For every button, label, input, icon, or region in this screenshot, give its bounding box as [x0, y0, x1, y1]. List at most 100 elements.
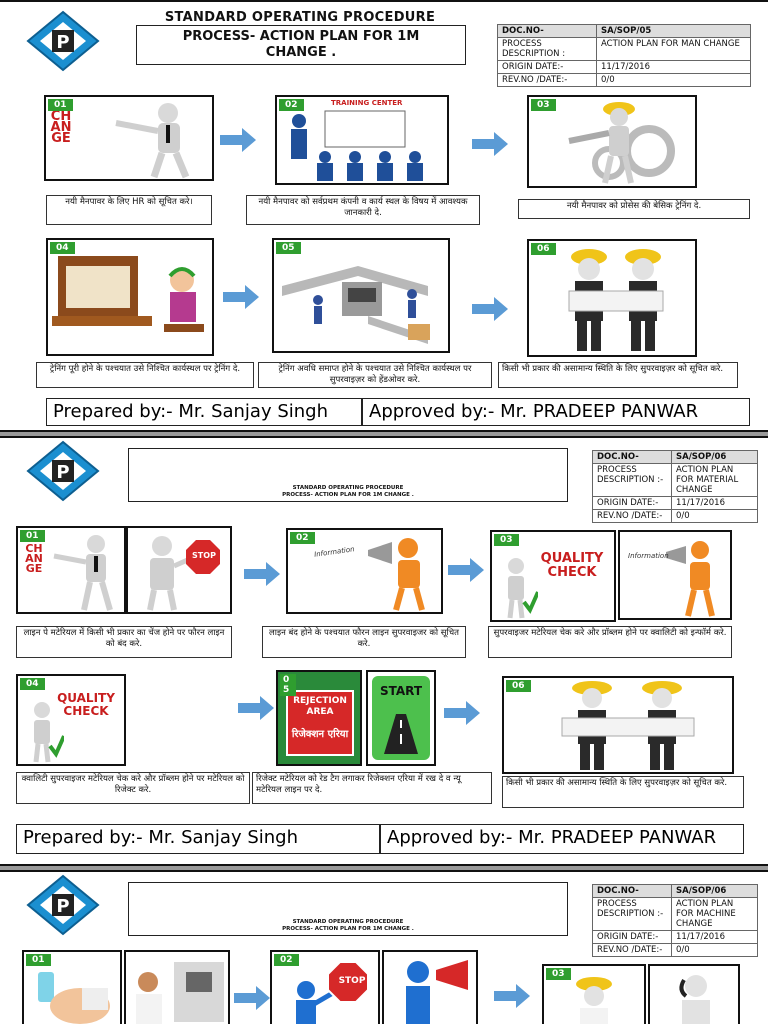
worker-gears-icon: [568, 102, 675, 184]
step-02-image: 02 STOP: [270, 950, 380, 1024]
step-badge: 06: [531, 243, 556, 255]
megaphone-person-icon: Information: [628, 541, 715, 617]
step-badge: 03: [546, 968, 571, 980]
machine-operator-icon: [136, 962, 224, 1024]
step-04-image: 04: [46, 238, 214, 356]
process-title: PROCESS- ACTION PLAN FOR 1M CHANGE .: [282, 926, 414, 932]
sop-sheet-2: P STANDARD OPERATING PROCEDURE PROCESS- …: [0, 436, 768, 866]
start-sign-label: START: [379, 684, 423, 698]
step-badge: 02: [274, 954, 299, 966]
step-01-image-b: STOP: [126, 526, 232, 614]
step-badge: 01: [20, 530, 45, 542]
company-logo-icon: P: [26, 10, 100, 72]
step-02-image: 02 Information: [286, 528, 443, 614]
change-word: CHANGE: [50, 109, 72, 146]
information-text: Information: [313, 545, 356, 559]
road-icon: [384, 714, 418, 754]
step-badge: 01: [26, 954, 51, 966]
step-badge: 05: [280, 674, 296, 696]
step-03-image: 03: [542, 964, 646, 1024]
company-logo-icon: P: [26, 440, 100, 502]
arrow-right-icon: [448, 558, 484, 582]
step-05-image-b: START: [366, 670, 436, 766]
classroom-icon: [291, 110, 423, 181]
step-05-image: 05: [272, 238, 450, 353]
step-badge: 03: [494, 534, 519, 546]
step-03-image-b: [648, 964, 740, 1024]
sop-sheet-3: P STANDARD OPERATING PROCEDURE PROCESS- …: [0, 870, 768, 1024]
stop-sign-label: STOP: [338, 976, 366, 986]
prepared-by: Prepared by:- Mr. Sanjay Singh: [16, 824, 380, 854]
arrow-right-icon: [220, 128, 256, 152]
arrow-right-icon: [444, 701, 480, 725]
person-pushing-icon: [53, 535, 113, 611]
step-badge: 04: [50, 242, 75, 254]
step-01-caption: लाइन पे मटेरियल में किसी भी प्रकार का चे…: [16, 626, 232, 658]
megaphone-person-icon: [368, 538, 425, 611]
step-06-caption: किसी भी प्रकार की असामान्य स्थिति के लिए…: [502, 776, 744, 808]
quality-check-icon: [33, 702, 64, 763]
step-04-image: 04 QUALITY CHECK: [16, 674, 126, 766]
step-02-caption: नयी मैनपावर को सर्वप्रथम कंपनी व कार्य स…: [246, 195, 480, 225]
step-badge: 06: [506, 680, 531, 692]
supervisors-blueprint-icon: [561, 681, 695, 770]
step-02-caption: लाइन बंद होने के पश्चयात फौरन लाइन सुपरव…: [262, 626, 466, 658]
cleaning-hands-icon: [38, 972, 110, 1024]
stop-sign-person-icon: [147, 536, 220, 611]
step-badge: 02: [290, 532, 315, 544]
step-badge: 04: [20, 678, 45, 690]
svg-text:P: P: [56, 32, 69, 53]
training-center-label: TRAINING CENTER: [331, 99, 403, 107]
stop-sign-label: STOP: [192, 551, 216, 560]
sop-heading: STANDARD OPERATING PROCEDURE: [292, 919, 404, 925]
megaphone-person-icon: [406, 960, 468, 1024]
arrow-right-icon: [472, 132, 508, 156]
step-05-caption: ट्रेनिंग अवधि समाप्त होने के पश्चयात उसे…: [258, 362, 492, 388]
step-06-image: 06: [502, 676, 734, 774]
quality-check-icon: [507, 558, 538, 619]
doc-info-table: DOC.NO-SA/SOP/06 PROCESS DESCRIPTION :-A…: [592, 450, 758, 523]
process-title: PROCESS- ACTION PLAN FOR 1M CHANGE .: [182, 29, 420, 60]
arrow-right-icon: [244, 562, 280, 586]
step-03-caption: नयी मैनपावर को प्रोसेस की बेसिक ट्रेनिंग…: [518, 199, 750, 219]
approved-by: Approved by:- Mr. PRADEEP PANWAR: [362, 398, 750, 426]
step-03-image-b: Information: [618, 530, 732, 620]
quality-check-label: QUALITY CHECK: [540, 551, 604, 580]
worker-hardhat-icon: [576, 977, 612, 1024]
phone-person-icon: [679, 975, 710, 1024]
svg-text:Information: Information: [628, 552, 669, 560]
arrow-right-icon: [494, 984, 530, 1008]
step-06-image: 06: [527, 239, 697, 357]
step-03-image: 03: [527, 95, 697, 188]
prepared-by: Prepared by:- Mr. Sanjay Singh: [46, 398, 362, 426]
doc-info-table: DOC.NO-SA/SOP/06 PROCESS DESCRIPTION :-A…: [592, 884, 758, 957]
step-02-image-b: [382, 950, 478, 1024]
sheet-separator: [0, 432, 768, 436]
step-01-image: 01: [22, 950, 122, 1024]
step-badge: 05: [276, 242, 301, 254]
step-04-caption: क्वालिटी सुपरवाइजर मटेरियल चेक करे और प्…: [16, 772, 250, 804]
rejection-area-sign: REJECTION AREA रिजेक्शन एरिया: [286, 690, 354, 756]
arrow-right-icon: [238, 696, 274, 720]
step-03-caption: सुपरवाइजर मटेरियल चेक करे और प्रॉब्लम हो…: [488, 626, 732, 658]
step-01-image-b: [124, 950, 230, 1024]
arrow-right-icon: [223, 285, 259, 309]
svg-text:P: P: [56, 896, 69, 917]
sop-heading: STANDARD OPERATING PROCEDURE: [164, 10, 436, 25]
start-sign: START: [372, 676, 430, 760]
sheet-separator: [0, 866, 768, 870]
step-05-image: 05 REJECTION AREA रिजेक्शन एरिया: [276, 670, 362, 766]
stop-sign-person-icon: [296, 961, 369, 1024]
rejection-area-label: REJECTION AREA: [293, 696, 347, 717]
process-title-box: PROCESS- ACTION PLAN FOR 1M CHANGE .: [136, 25, 466, 65]
arrow-right-icon: [472, 297, 508, 321]
quality-check-label: QUALITY CHECK: [57, 691, 115, 718]
arrow-right-icon: [234, 986, 270, 1010]
step-04-caption: ट्रेनिंग पूरी होने के पश्चयात उसे निश्चि…: [36, 362, 254, 388]
process-title-box: STANDARD OPERATING PROCEDURE PROCESS- AC…: [128, 448, 568, 502]
step-05-caption: रिजेक्ट मटेरियल को रेड टैग लगाकर रिजेक्श…: [252, 772, 492, 804]
company-logo-icon: P: [26, 874, 100, 936]
person-pushing-icon: [115, 103, 190, 179]
step-01-image: 01 CHANGE: [16, 526, 126, 614]
sop-sheet-1: P STANDARD OPERATING PROCEDURE PROCESS- …: [0, 0, 768, 432]
